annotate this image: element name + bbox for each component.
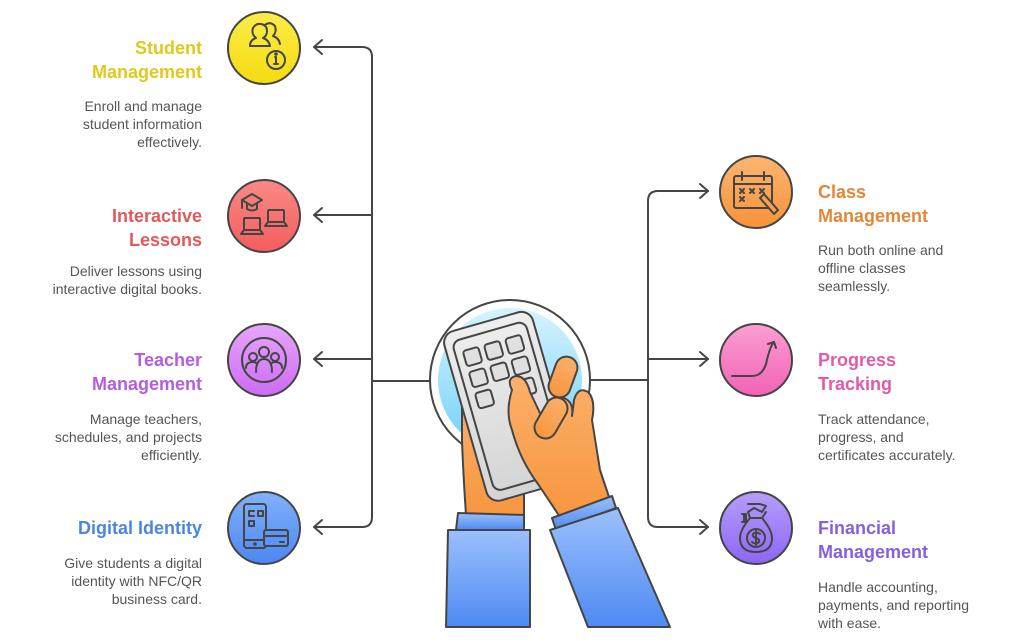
title-line: Class (818, 182, 867, 202)
title-digital-identity: Digital Identity (78, 516, 202, 540)
desc-line: business card. (111, 591, 202, 607)
desc-line: Enroll and manage (84, 98, 202, 114)
title-financial-management: Financial Management (818, 516, 928, 564)
connector-trunk-left (313, 46, 373, 528)
arrowhead-class-management (699, 183, 709, 199)
right-connectors (589, 183, 709, 535)
title-progress-tracking: Progress Tracking (818, 348, 896, 396)
desc-progress-tracking: Track attendance, progress, and certific… (818, 410, 955, 464)
left-cuff (455, 512, 525, 531)
icon-node-interactive-lessons (227, 179, 301, 253)
desc-line: effectively. (137, 134, 202, 150)
money-bag-icon (739, 503, 773, 553)
title-class-management: Class Management (818, 180, 928, 228)
title-line: Management (91, 374, 202, 394)
desc-line: efficiently. (141, 447, 202, 463)
desc-line: schedules, and projects (54, 429, 202, 445)
icon-node-student-management (227, 11, 301, 85)
desc-line: payments, and reporting (818, 597, 969, 613)
title-line: Management (91, 62, 202, 82)
right-ring-finger (533, 396, 569, 440)
desc-line: Track attendance, (818, 411, 930, 427)
title-line: Digital Identity (77, 518, 202, 538)
desc-line: certificates accurately. (818, 447, 956, 463)
desc-line: Manage teachers, (89, 411, 202, 427)
phone-qr-card-icon (243, 503, 289, 549)
title-line: Management (818, 542, 929, 562)
icon-circle (227, 491, 301, 565)
graduation-cap-laptops-icon (240, 193, 288, 235)
users-info-icon (249, 22, 286, 70)
growth-curve-icon (731, 341, 777, 377)
title-line: Financial (818, 518, 897, 538)
title-teacher-management: Teacher Management (92, 348, 202, 396)
icon-circle (227, 179, 301, 253)
desc-line: offline classes (818, 260, 906, 276)
title-student-management: Student Management (92, 36, 202, 84)
icon-node-financial-management (719, 491, 793, 565)
desc-line: identity with NFC/QR (71, 573, 202, 589)
center-illustration (429, 299, 671, 628)
arrowhead-progress-tracking (699, 351, 709, 367)
title-line: Tracking (818, 374, 893, 394)
arrowhead-digital-identity (313, 519, 323, 535)
title-line: Student (135, 38, 202, 58)
desc-class-management: Run both online and offline classes seam… (818, 241, 943, 295)
desc-digital-identity: Give students a digital identity with NF… (64, 554, 202, 608)
right-sleeve (549, 507, 671, 628)
icon-circles (227, 11, 793, 565)
left-connectors (313, 39, 432, 535)
arrowhead-financial-management (699, 519, 709, 535)
icon-circle (719, 323, 793, 397)
desc-student-management: Enroll and manage student information ef… (83, 97, 202, 151)
title-line: Lessons (128, 230, 202, 250)
left-sleeve (445, 529, 531, 628)
arrowhead-student-management (313, 39, 323, 55)
calendar-pen-icon (733, 171, 779, 215)
desc-line: Run both online and (818, 242, 944, 258)
icon-circle (227, 11, 301, 85)
desc-line: with ease. (818, 615, 882, 631)
desc-line: student information (82, 116, 202, 132)
desc-line: seamlessly. (818, 278, 891, 294)
title-line: Interactive (111, 206, 202, 226)
title-line: Management (818, 206, 929, 226)
desc-line: Deliver lessons using (69, 263, 202, 279)
icon-node-digital-identity (227, 491, 301, 565)
desc-interactive-lessons: Deliver lessons using interactive digita… (53, 262, 202, 298)
desc-financial-management: Handle accounting, payments, and reporti… (818, 578, 969, 632)
icon-circle (719, 155, 793, 229)
desc-line: progress, and (818, 429, 904, 445)
group-people-icon (241, 337, 287, 383)
right-hand (507, 375, 611, 521)
title-line: Progress (818, 350, 897, 370)
title-line: Teacher (134, 350, 202, 370)
icon-node-teacher-management (227, 323, 301, 397)
desc-teacher-management: Manage teachers, schedules, and projects… (55, 410, 202, 464)
desc-line: interactive digital books. (52, 281, 202, 297)
arrowhead-interactive-lessons (313, 207, 323, 223)
title-interactive-lessons: Interactive Lessons (112, 204, 202, 252)
icon-node-progress-tracking (719, 323, 793, 397)
icon-node-class-management (719, 155, 793, 229)
desc-line: Handle accounting, (818, 579, 938, 595)
desc-line: Give students a digital (64, 555, 202, 571)
arrowhead-teacher-management (313, 351, 323, 367)
